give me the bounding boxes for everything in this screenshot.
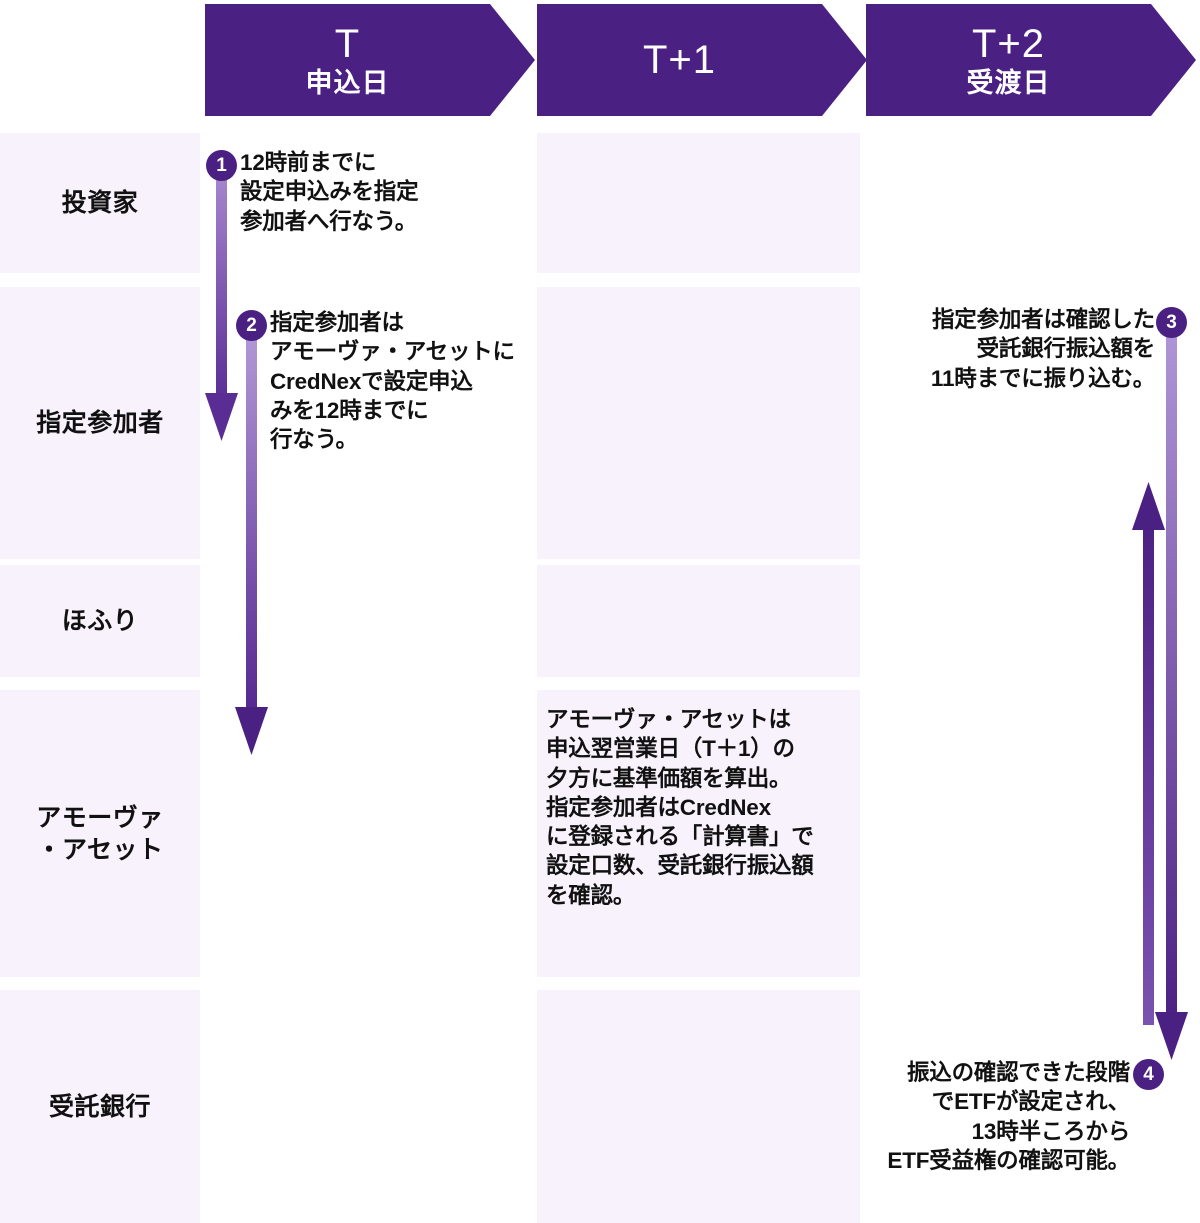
lane-row-jasdec: ほふり	[0, 565, 1200, 677]
step-badge-3: 3	[1156, 307, 1187, 338]
lane-label-text: アモーヴァ ・アセット	[36, 803, 164, 864]
cell-bank-t2	[865, 990, 1200, 1223]
step-badge-number: 1	[216, 155, 227, 176]
phase-arrow-head-t2	[1151, 4, 1196, 116]
cell-investor-t1	[537, 133, 860, 273]
step-badge-1: 1	[206, 150, 237, 181]
text-ap-t2: 指定参加者は確認した 受託銀行振込額を 11時までに振り込む。	[930, 307, 1155, 391]
step-badge-number: 3	[1166, 312, 1177, 333]
phase-banner-t2: T+2 受渡日	[866, 4, 1151, 116]
lane-label-investor: 投資家	[0, 133, 200, 273]
phase-banner-t: T 申込日	[205, 4, 490, 116]
lane-label-text: 受託銀行	[48, 1092, 151, 1121]
lane-row-trustee-bank: 受託銀行	[0, 990, 1200, 1223]
cell-jasdec-t1	[537, 565, 860, 677]
phase-banner-t1: T+1	[537, 4, 822, 116]
phase-code-t2: T+2	[971, 21, 1046, 66]
cell-amova-t	[205, 690, 532, 977]
phase-header: T 申込日 T+1 T+2 受渡日	[0, 0, 1200, 120]
cell-investor-t	[205, 133, 532, 273]
cell-jasdec-t	[205, 565, 532, 677]
lane-label-jasdec: ほふり	[0, 565, 200, 677]
step-badge-2: 2	[236, 310, 267, 341]
phase-sub-t: 申込日	[305, 67, 390, 98]
phase-code-t: T	[334, 21, 361, 66]
lane-label-text: 投資家	[61, 189, 139, 217]
phase-code-t1: T+1	[642, 38, 717, 82]
cell-amova-t1	[537, 690, 860, 977]
lane-label-text: ほふり	[61, 607, 139, 635]
step-badge-number: 2	[246, 315, 257, 336]
phase-arrow-head-t1	[822, 4, 867, 116]
lane-label-trustee-bank: 受託銀行	[0, 990, 200, 1223]
lane-label-text: 指定参加者	[36, 409, 164, 437]
cell-bank-t	[205, 990, 532, 1223]
cell-jasdec-t2	[865, 565, 1200, 677]
cell-amova-t2	[865, 690, 1200, 977]
lane-label-amova-asset: アモーヴァ ・アセット	[0, 690, 200, 977]
step-badge-4: 4	[1133, 1059, 1164, 1090]
cell-investor-t2	[865, 133, 1200, 273]
text-bank-t2: 振込の確認できた段階 でETFが設定され、 13時半ころから ETF受益権の確認…	[887, 1060, 1130, 1173]
lane-row-authorized-participant: 指定参加者	[0, 287, 1200, 559]
text-amova-t1: アモーヴァ・アセットは 申込翌営業日（T＋1）の 夕方に基準価額を算出。 指定参…	[546, 707, 814, 908]
lane-row-investor: 投資家	[0, 133, 1200, 273]
phase-sub-t2: 受渡日	[966, 67, 1051, 98]
lane-label-authorized-participant: 指定参加者	[0, 287, 200, 559]
cell-bank-t1	[537, 990, 860, 1223]
text-investor-t: 12時前までに 設定申込みを指定 参加者へ行なう。	[240, 150, 419, 234]
phase-arrow-head-t	[490, 4, 535, 116]
cell-ap-t1	[537, 287, 860, 559]
step-badge-number: 4	[1143, 1064, 1154, 1085]
text-ap-t: 指定参加者は アモーヴァ・アセットに CredNexで設定申込 みを12時までに…	[270, 310, 515, 452]
swimlane-grid: 投資家 指定参加者 ほふり アモーヴァ ・アセ	[0, 120, 1200, 1223]
lane-row-amova-asset: アモーヴァ ・アセット	[0, 690, 1200, 977]
